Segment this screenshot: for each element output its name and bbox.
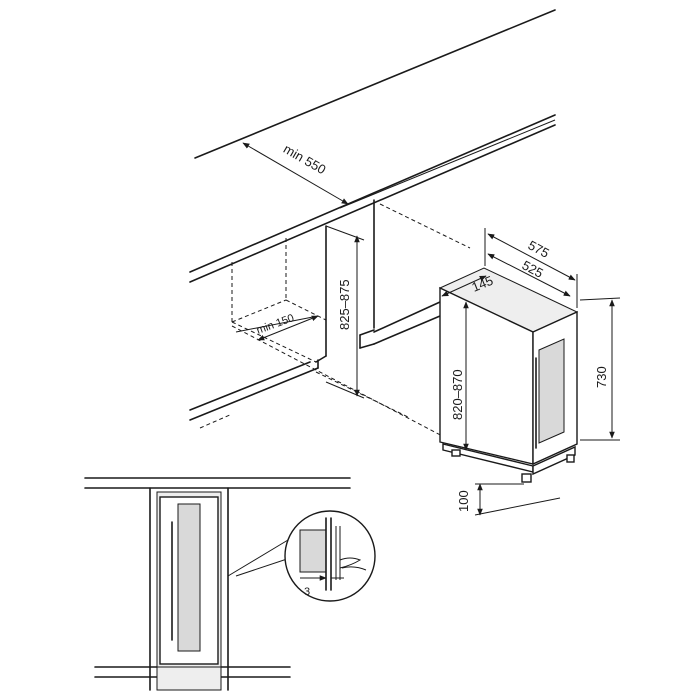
- dim-min-gap: min 150: [235, 312, 319, 341]
- dim-label-825-875: 825–875: [337, 279, 352, 330]
- front-glass: [177, 503, 201, 652]
- dim-label-3: 3: [304, 586, 310, 598]
- dim-side-height: 730: [579, 297, 621, 441]
- dim-plinth-height: 100: [456, 483, 561, 516]
- foot: [521, 473, 532, 483]
- dim-appliance-height: 820–870: [450, 301, 469, 451]
- foot: [566, 454, 575, 463]
- niche-dashed-outline: [199, 203, 471, 441]
- door-gap-detail: 3: [284, 510, 376, 602]
- wine-cooler-appliance: [438, 267, 579, 483]
- dim-label-575: 575: [526, 237, 552, 260]
- dim-label-min-550: min 550: [281, 141, 329, 177]
- dim-label-100: 100: [456, 490, 471, 512]
- dim-label-820-870: 820–870: [450, 369, 465, 420]
- dim-min-depth: min 550: [242, 141, 349, 205]
- foot: [451, 449, 461, 457]
- countertop: [189, 9, 556, 283]
- dim-label-525: 525: [520, 257, 546, 280]
- front-plinth: [156, 666, 222, 691]
- dim-niche-height: 825–875: [325, 225, 365, 399]
- dim-label-730: 730: [594, 366, 609, 388]
- isometric-view: min 550 min 150 825–875 575 525 145: [189, 9, 621, 516]
- front-elevation-view: [84, 477, 351, 691]
- door-glass: [538, 338, 565, 444]
- base-units: [189, 199, 441, 421]
